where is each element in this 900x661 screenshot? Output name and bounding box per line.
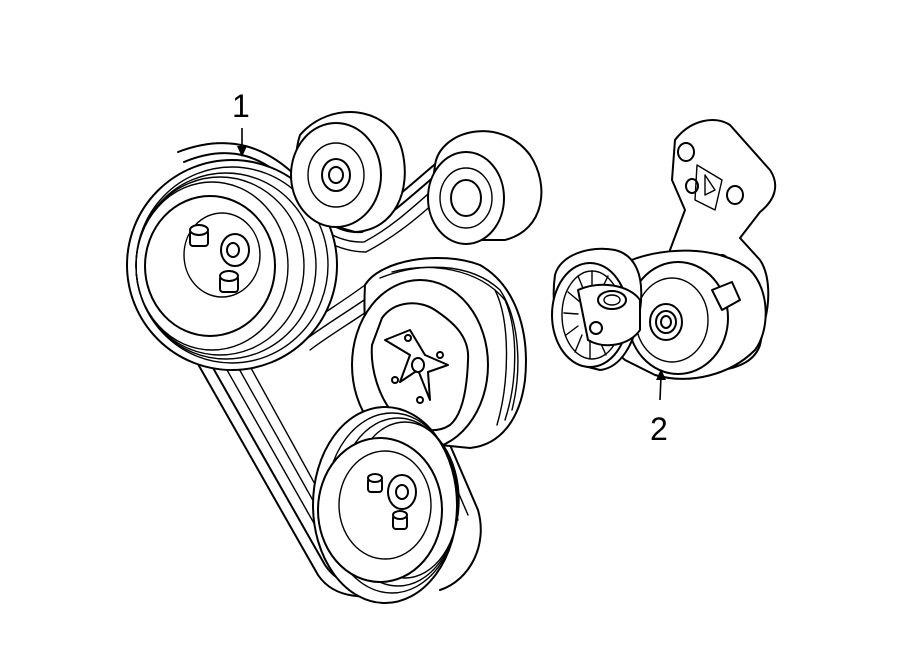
crankshaft-pulley — [312, 406, 460, 604]
tensioner-pulley — [551, 247, 643, 371]
callout-number-2: 2 — [650, 411, 668, 447]
part-2-tensioner — [551, 119, 777, 380]
callout-1-leader — [237, 128, 247, 157]
idler-pulley-right — [427, 130, 543, 245]
part-1-belt-assembly — [126, 111, 543, 604]
callout-number-1: 1 — [232, 88, 250, 124]
idler-pulley-top — [290, 111, 406, 233]
callout-2-leader — [656, 369, 666, 401]
large-pulley-left — [126, 159, 338, 371]
